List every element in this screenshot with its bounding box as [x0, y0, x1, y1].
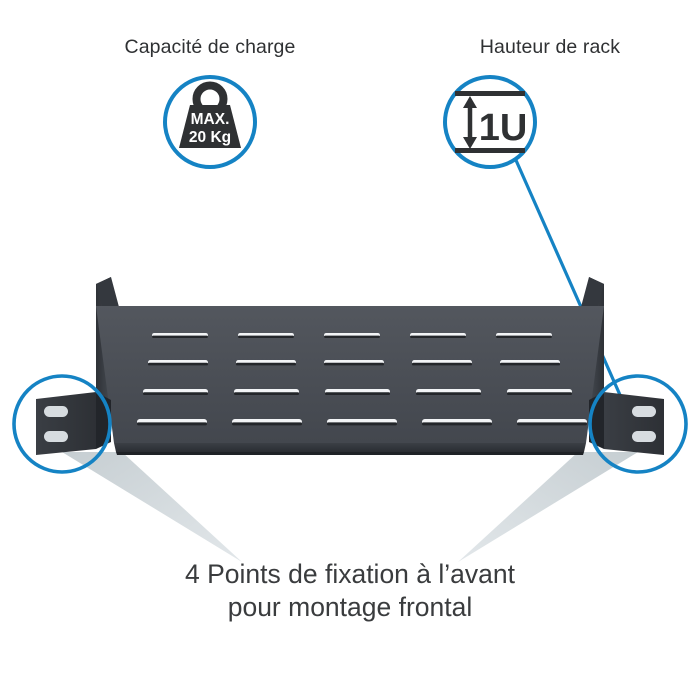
weight-value-text: 20 Kg	[189, 129, 231, 146]
rack-height-icon-group: 1U	[443, 75, 537, 169]
bracket-hole-right-bottom	[632, 431, 656, 442]
rack-unit-height-icon: 1U	[455, 91, 527, 153]
callout-cone-right	[458, 452, 638, 562]
bracket-hole-left-bottom	[44, 431, 68, 442]
callout-cone-left	[62, 452, 242, 562]
weight-max-text: MAX.	[191, 111, 230, 128]
mounting-caption-line-2: pour montage frontal	[227, 592, 473, 622]
mounting-caption: 4 Points de fixation à l’avant pour mont…	[0, 558, 700, 624]
leader-line-rack-height	[513, 156, 626, 406]
rack-height-heading: Hauteur de rack	[479, 36, 621, 58]
weight-kettlebell-icon: MAX. 20 Kg	[179, 81, 241, 148]
highlight-ring-right-bracket	[588, 374, 688, 474]
ventilation-slots	[137, 333, 587, 426]
mounting-bracket-left	[36, 392, 111, 455]
bracket-hole-right-top	[632, 406, 656, 417]
load-capacity-heading: Capacité de charge	[124, 36, 296, 58]
bracket-hole-left-top	[44, 406, 68, 417]
shelf-deck	[96, 306, 604, 443]
load-capacity-icon-group: MAX. 20 Kg	[163, 75, 257, 169]
mounting-bracket-right	[589, 392, 664, 455]
shelf-front-edge	[114, 443, 586, 455]
mounting-caption-line-1: 4 Points de fixation à l’avant	[185, 559, 515, 589]
rack-unit-text: 1U	[479, 107, 528, 149]
highlight-ring-left-bracket	[12, 374, 112, 474]
